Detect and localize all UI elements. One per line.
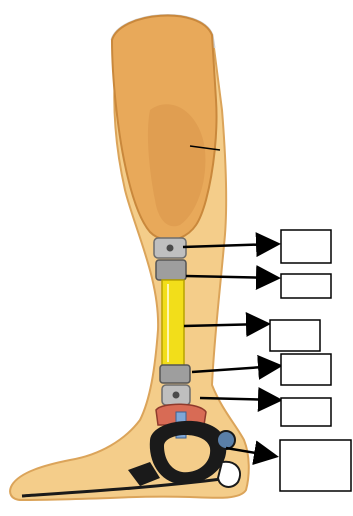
lower-adapter-screw <box>173 392 180 399</box>
label-box-2 <box>281 274 331 298</box>
label-box-5 <box>281 398 331 426</box>
upper-clamp <box>156 260 186 280</box>
lower-clamp <box>160 365 190 383</box>
label-box-3 <box>270 320 320 351</box>
heel-spring <box>218 462 240 487</box>
foot-pivot-knob <box>217 431 235 449</box>
upper-adapter-screw <box>167 245 174 252</box>
label-box-4 <box>281 354 331 385</box>
label-box-6 <box>280 440 351 491</box>
label-box-1 <box>281 230 331 263</box>
pylon-tube <box>162 280 184 366</box>
